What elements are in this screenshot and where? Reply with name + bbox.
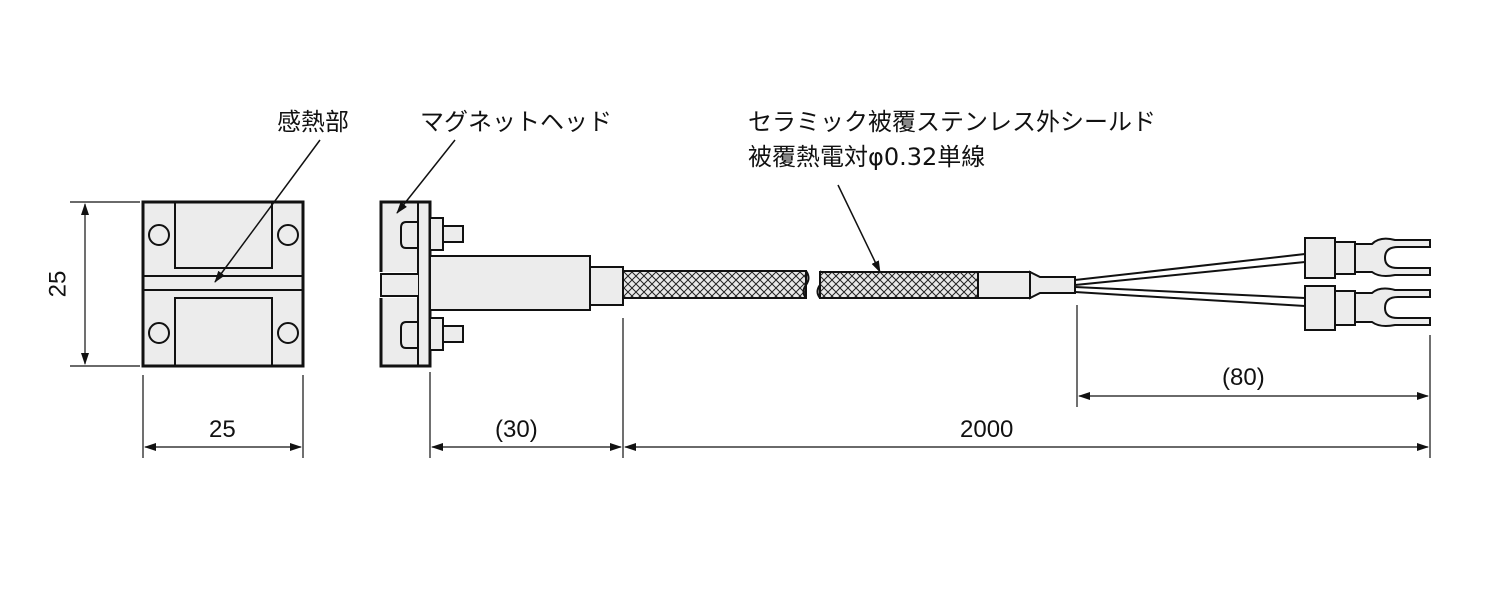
dimension-lines (70, 201, 1431, 458)
head-length-dimension: (30) (495, 416, 538, 443)
width-dimension: 25 (209, 416, 236, 443)
height-dimension: 25 (44, 270, 72, 298)
leader-arrows (214, 139, 881, 283)
shielded-cable (622, 253, 1306, 307)
side-view-head (379, 200, 624, 368)
sensing-part-label: 感熱部 (277, 108, 349, 136)
cable-label-line2: 被覆熱電対φ0.32単線 (748, 143, 986, 171)
cable-length-dimension: 2000 (960, 416, 1014, 443)
front-view (141, 200, 305, 368)
cable-label-line1: セラミック被覆ステンレス外シールド (748, 108, 1156, 136)
spade-terminals (1304, 237, 1431, 331)
magnet-head-label: マグネットヘッド (420, 108, 612, 136)
lead-length-dimension: (80) (1222, 364, 1265, 391)
